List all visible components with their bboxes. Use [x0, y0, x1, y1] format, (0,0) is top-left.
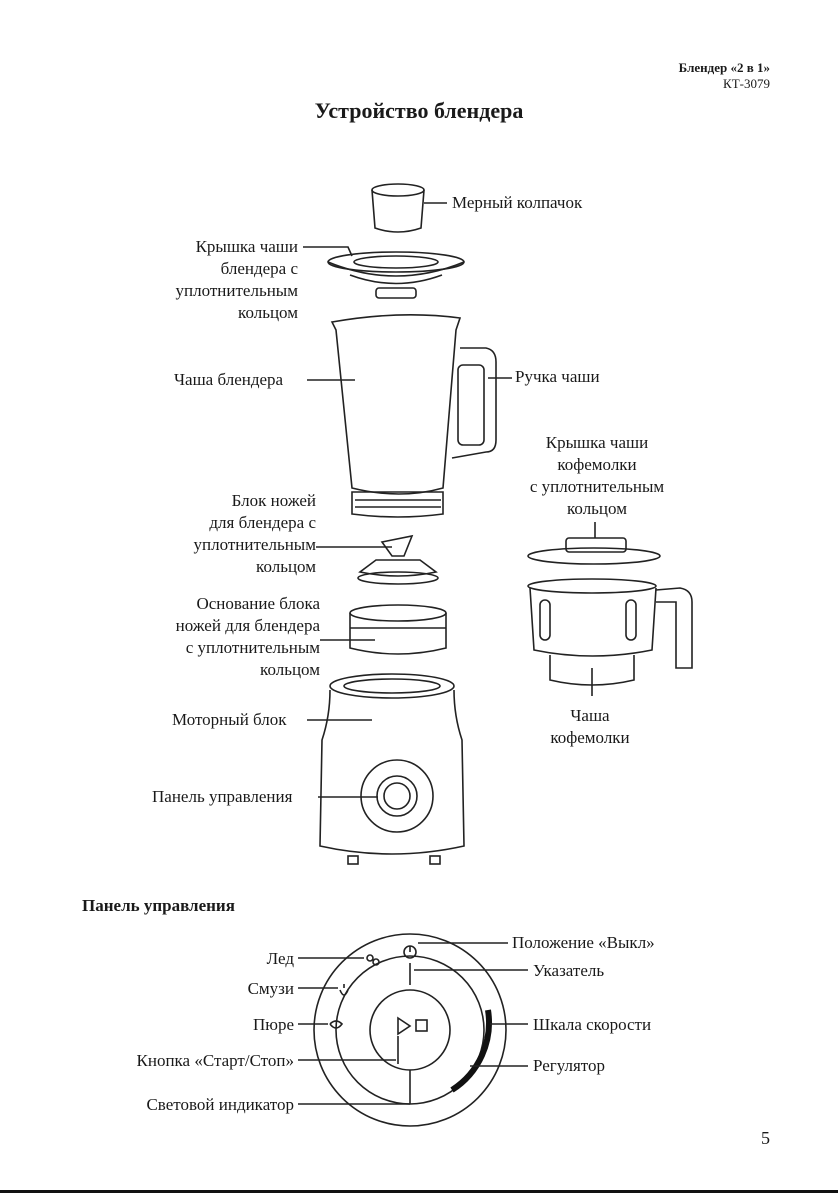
- label-puree: Пюре: [252, 1015, 294, 1034]
- motor-unit-drawing: [307, 673, 465, 865]
- label-speed-scale: Шкала скорости: [533, 1015, 652, 1034]
- blade-base-drawing: [320, 604, 447, 655]
- blender-jar-drawing: [307, 314, 512, 518]
- label-light-indicator: Световой индикатор: [146, 1095, 294, 1114]
- label-blender-lid: Крышка чаши блендера с уплотнительным ко…: [175, 237, 298, 322]
- blender-lid-drawing: [303, 246, 465, 299]
- control-panel-drawing: [298, 933, 528, 1127]
- label-blade-base: Основание блока ножей для блендера с упл…: [175, 594, 320, 679]
- label-start-stop: Кнопка «Старт/Стоп»: [136, 1051, 294, 1070]
- coffee-grinder-drawing: [527, 522, 693, 696]
- label-control-panel: Панель управления: [152, 787, 293, 806]
- label-off-position: Положение «Выкл»: [512, 933, 655, 952]
- header-product: Блендер «2 в 1»: [678, 60, 770, 75]
- label-pointer: Указатель: [533, 961, 605, 980]
- page-number: 5: [761, 1128, 770, 1148]
- bottom-rule: [0, 1190, 838, 1193]
- label-measuring-cap: Мерный колпачок: [452, 193, 583, 212]
- label-jar-handle: Ручка чаши: [515, 367, 600, 386]
- page-title: Устройство блендера: [314, 98, 524, 123]
- label-grinder-jar: Чаша кофемолки: [550, 706, 630, 747]
- label-smoothie: Смузи: [247, 979, 294, 998]
- section-title-control-panel: Панель управления: [82, 896, 235, 915]
- measuring-cap-drawing: [371, 183, 447, 233]
- header-model: КТ-3079: [723, 76, 770, 91]
- label-blade-block: Блок ножей для блендера с уплотнительным…: [193, 491, 316, 576]
- label-motor-unit: Моторный блок: [172, 710, 287, 729]
- blade-block-drawing: [316, 534, 439, 585]
- label-regulator: Регулятор: [533, 1056, 606, 1075]
- label-blender-jar: Чаша блендера: [174, 370, 284, 389]
- label-grinder-lid: Крышка чаши кофемолки с уплотнительным к…: [529, 433, 665, 518]
- label-ice: Лед: [266, 949, 294, 968]
